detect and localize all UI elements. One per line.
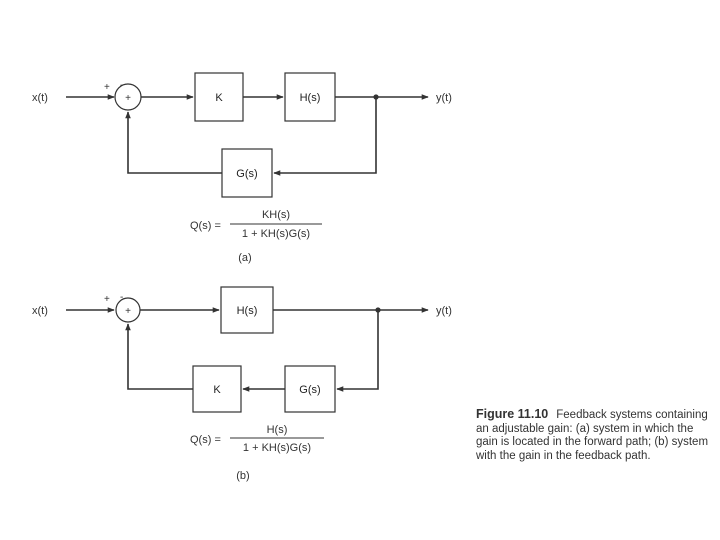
diagram-a: x(t) + - + K H(s) y(t) G(s) Q(s) = KH(s)… [32, 72, 452, 264]
part-label-b: (b) [236, 470, 249, 482]
feedback-wire-to-g-a [273, 97, 377, 176]
tf-denominator-a: 1 + KH(s)G(s) [242, 228, 310, 240]
g-block-label-a: G(s) [236, 168, 257, 180]
input-label-a: x(t) [32, 92, 48, 104]
summing-junction-symbol-a: + [125, 93, 131, 104]
h-block-label-b: H(s) [237, 305, 258, 317]
diagram-b: x(t) + - + H(s) y(t) G(s) K Q(s) = H(s) … [32, 286, 452, 482]
tf-numerator-b: H(s) [267, 424, 288, 436]
input-label-b: x(t) [32, 305, 48, 317]
tf-numerator-a: KH(s) [262, 209, 290, 221]
sum-minus-sign-b: - [120, 292, 123, 303]
k-block-label-a: K [215, 92, 223, 104]
figure-number: Figure 11.10 [476, 407, 549, 421]
feedback-wire-to-g-b [336, 310, 379, 392]
tf-lhs-a: Q(s) = [190, 220, 221, 232]
feedback-wire-to-sum-b [125, 323, 193, 390]
tf-denominator-b: 1 + KH(s)G(s) [243, 442, 311, 454]
feedback-wire-to-sum-a [125, 111, 222, 174]
g-block-b [284, 365, 336, 413]
g-block-label-b: G(s) [299, 384, 320, 396]
summing-junction-symbol-b: + [125, 306, 131, 317]
g-block-a [221, 148, 273, 198]
tf-lhs-b: Q(s) = [190, 434, 221, 446]
output-label-a: y(t) [436, 92, 452, 104]
k-block-label-b: K [213, 384, 221, 396]
part-label-a: (a) [238, 252, 251, 264]
h-block-a [284, 72, 336, 122]
caption-text: Feedback systems containing an adjustabl… [476, 409, 709, 462]
k-block-b [192, 365, 242, 413]
sum-plus-sign-b: + [104, 294, 110, 305]
h-block-label-a: H(s) [300, 92, 321, 104]
sum-plus-sign-a: + [104, 82, 110, 93]
output-label-b: y(t) [436, 305, 452, 317]
